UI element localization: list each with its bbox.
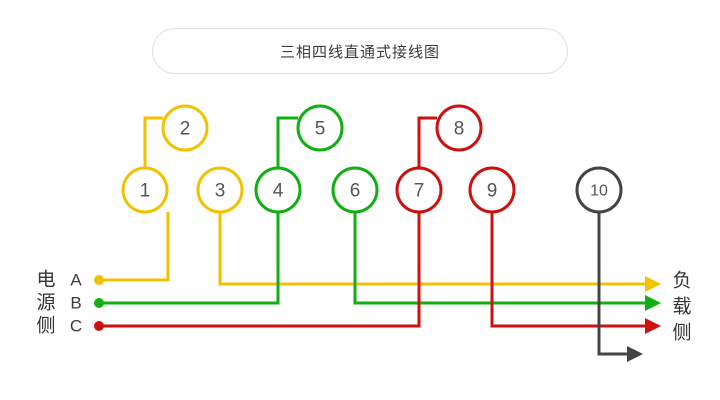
- terminal-7[interactable]: 7: [395, 166, 443, 214]
- terminal-7-label: 7: [414, 181, 425, 202]
- terminal-10-label: 10: [590, 183, 608, 200]
- diagram-title-pill: 三相四线直通式接线图: [152, 28, 568, 74]
- terminal-8-circle[interactable]: [435, 104, 483, 152]
- terminal-7-circle[interactable]: [395, 166, 443, 214]
- terminal-4-circle[interactable]: [254, 166, 302, 214]
- load-side-char-3: 侧: [672, 322, 691, 344]
- wire-terminal-10-to-load-n: [597, 212, 627, 356]
- terminal-6[interactable]: 6: [331, 166, 379, 214]
- phase-letter-b: B: [70, 294, 81, 313]
- terminal-2-circle[interactable]: [161, 104, 209, 152]
- terminal-10-circle[interactable]: [575, 166, 623, 214]
- phase-b-wiring: [94, 116, 661, 311]
- load-arrow-b: [645, 295, 661, 311]
- terminal-8[interactable]: 8: [435, 104, 483, 152]
- page-title: 三相四线直通式接线图: [279, 43, 440, 61]
- wire-terminal-3-to-load-a: [218, 212, 645, 286]
- terminal-4[interactable]: 4: [254, 166, 302, 214]
- source-side-char-3: 侧: [36, 315, 55, 337]
- terminal-8-label: 8: [454, 119, 465, 140]
- phase-letter-a: A: [70, 271, 82, 290]
- terminal-4-label: 4: [273, 181, 284, 202]
- neutral-wiring: [597, 212, 643, 362]
- terminal-5-label: 5: [315, 119, 326, 140]
- load-side-label: 负 载 侧: [672, 270, 691, 344]
- load-side-char-2: 载: [672, 296, 691, 318]
- terminal-6-label: 6: [350, 181, 361, 202]
- terminal-9[interactable]: 9: [468, 166, 516, 214]
- wire-link-terminal-7-to-8: [417, 116, 437, 168]
- load-arrow-a: [645, 276, 661, 292]
- terminal-10[interactable]: 10: [575, 166, 623, 214]
- wire-terminal-6-to-load-b: [353, 212, 645, 305]
- terminal-5[interactable]: 5: [296, 104, 344, 152]
- wire-a-source-to-terminal-1: [99, 212, 170, 282]
- wire-terminal-9-to-load-c: [490, 212, 645, 328]
- phase-letter-c: C: [70, 317, 82, 336]
- wire-b-source-to-terminal-4: [99, 212, 280, 305]
- wire-c-source-to-terminal-7: [99, 212, 421, 328]
- terminal-2-label: 2: [180, 119, 191, 140]
- wire-link-terminal-1-to-2: [143, 116, 163, 168]
- source-side-label: 电 源 侧: [36, 269, 55, 337]
- phase-letters-source: A B C: [70, 271, 82, 336]
- terminal-9-label: 9: [487, 181, 498, 202]
- source-side-char-2: 源: [36, 292, 55, 314]
- terminal-9-circle[interactable]: [468, 166, 516, 214]
- terminal-1-circle[interactable]: [121, 166, 169, 214]
- terminal-6-circle[interactable]: [331, 166, 379, 214]
- phase-a-wiring: [94, 116, 661, 292]
- load-side-char-1: 负: [672, 270, 691, 292]
- terminal-1[interactable]: 1: [121, 166, 169, 214]
- terminal-3-circle[interactable]: [196, 166, 244, 214]
- terminal-2[interactable]: 2: [161, 104, 209, 152]
- terminal-3[interactable]: 3: [196, 166, 244, 214]
- wire-link-terminal-4-to-5: [276, 116, 298, 168]
- load-arrow-n: [627, 346, 643, 362]
- terminal-3-label: 3: [215, 181, 226, 202]
- phase-c-wiring: [94, 116, 661, 334]
- terminal-5-circle[interactable]: [296, 104, 344, 152]
- source-side-char-1: 电: [36, 269, 55, 291]
- load-arrow-c: [645, 318, 661, 334]
- terminal-1-label: 1: [140, 181, 151, 202]
